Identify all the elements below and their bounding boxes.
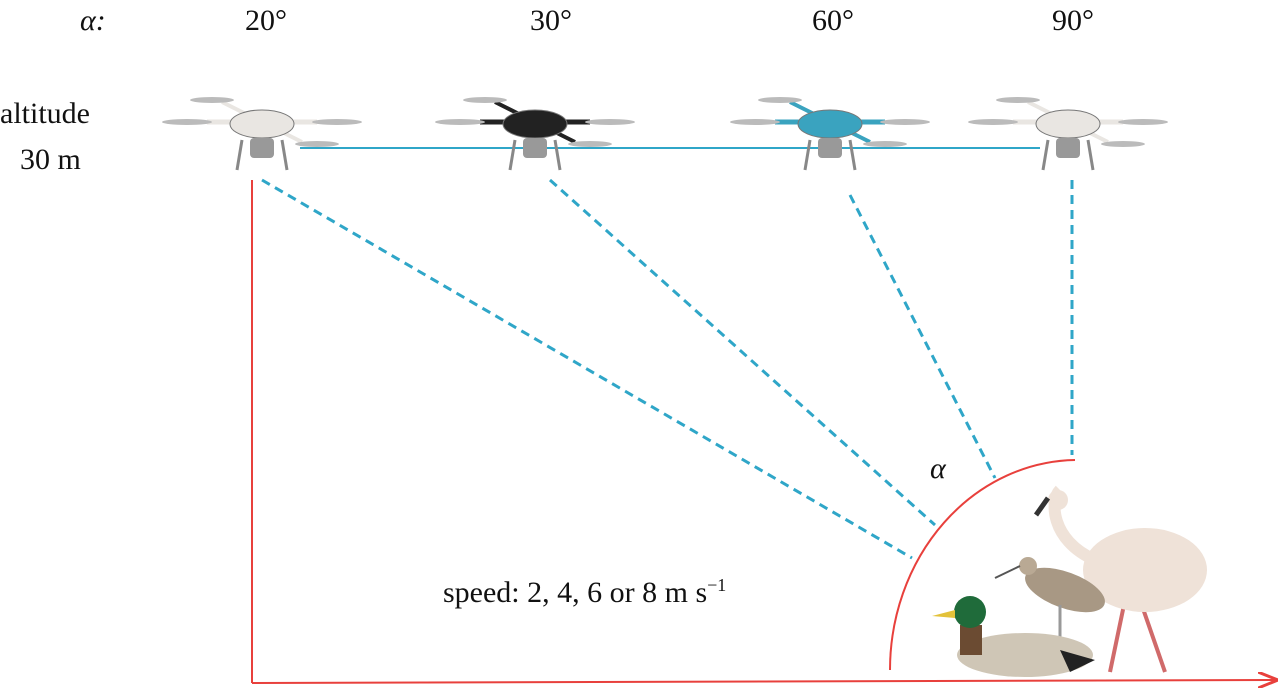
angle-label-30: 30°	[530, 4, 572, 37]
sightline-20	[261, 178, 913, 560]
flamingo-icon	[1033, 485, 1207, 673]
mallard-icon	[932, 596, 1095, 677]
alpha-label: α:	[80, 4, 106, 37]
sightline-60	[848, 194, 997, 479]
altitude-label: altitude	[0, 97, 90, 130]
wader-icon	[994, 557, 1105, 640]
drone-white-icon-2	[968, 97, 1168, 170]
angle-label-60: 60°	[812, 4, 854, 37]
angle-label-90: 90°	[1052, 4, 1094, 37]
sightline-30	[548, 178, 937, 527]
altitude-value: 30 m	[20, 143, 81, 176]
drone-blue-icon	[730, 97, 930, 170]
drone-white-icon	[162, 97, 362, 170]
drone-black-icon	[435, 97, 635, 170]
speed-text: speed: 2, 4, 6 or 8 m s	[443, 576, 708, 609]
speed-label: speed: 2, 4, 6 or 8 m s−1	[443, 575, 726, 610]
ground-axis-arrow	[251, 680, 1276, 683]
angle-arc	[889, 459, 1076, 671]
speed-exponent: −1	[707, 575, 727, 595]
angle-label-20: 20°	[245, 4, 287, 37]
angle-symbol: α	[930, 452, 946, 485]
